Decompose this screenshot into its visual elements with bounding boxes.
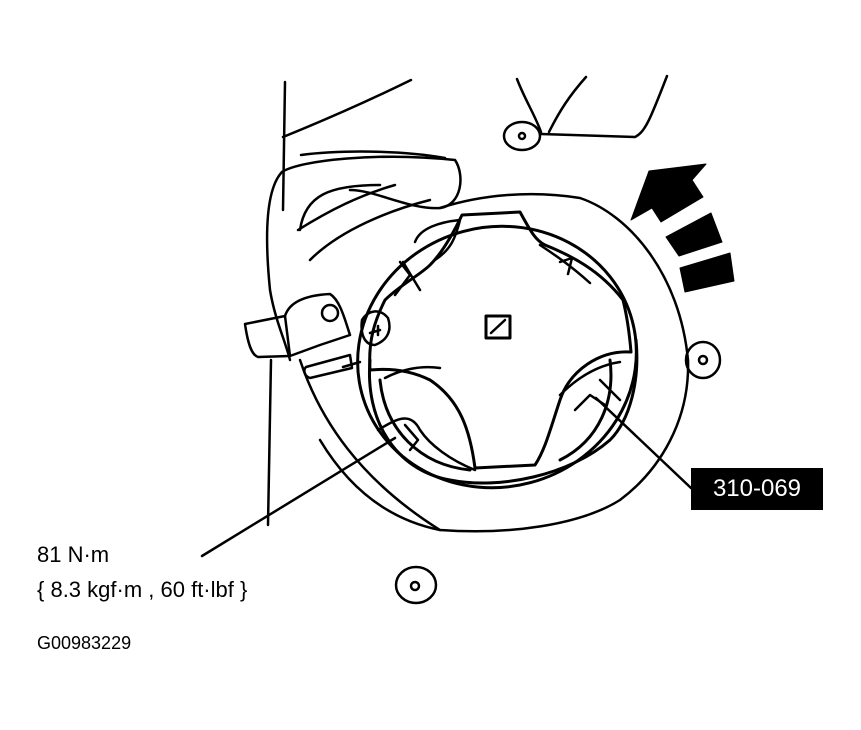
wiring-connector (243, 292, 391, 380)
lower-panel-line (298, 358, 442, 532)
dashboard-panel-outline (266, 74, 669, 527)
steering-wheel-hub (368, 210, 633, 470)
torque-value-converted: { 8.3 kgf·m , 60 ft·lbf } (37, 577, 248, 602)
torque-value-metric: 81 N·m (37, 542, 110, 567)
spoke-opening-upper-left (393, 218, 462, 297)
tool-leader-line (594, 396, 693, 490)
spoke-opening-upper-right (538, 243, 592, 285)
steering-wheel-rim (356, 224, 639, 490)
front-direction-arrow-icon (630, 163, 735, 293)
mounting-hole-top (502, 120, 542, 152)
torque-leader-line (200, 436, 397, 558)
mounting-hole-right (684, 340, 722, 380)
column-trim-outline (265, 155, 690, 533)
mounting-hole-bottom (394, 565, 438, 605)
alignment-mark-icon (484, 314, 512, 340)
figure-id: G00983229 (37, 633, 132, 653)
special-tool-callout: 310-069 (691, 468, 823, 510)
spoke-opening-lower-left (376, 365, 477, 472)
